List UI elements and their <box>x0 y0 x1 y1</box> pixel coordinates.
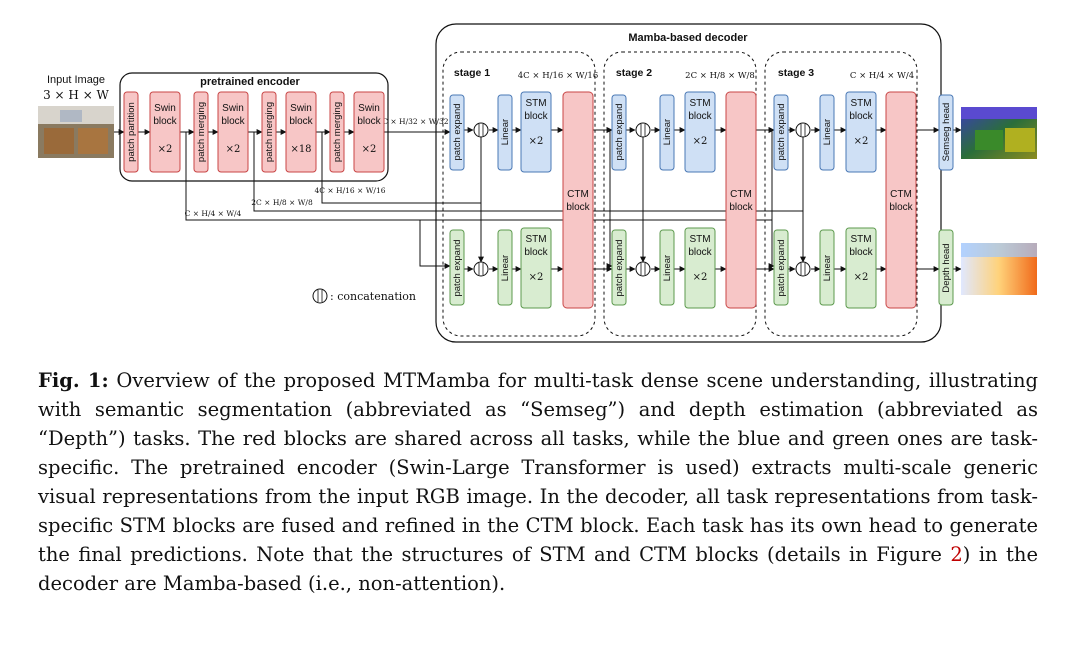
svg-text:STM: STM <box>850 234 871 245</box>
svg-text:STM: STM <box>689 98 710 109</box>
input-dims-label: 3 × H × W <box>43 88 109 102</box>
svg-text:Linear: Linear <box>500 255 511 281</box>
svg-text:block: block <box>566 202 590 213</box>
svg-text:Linear: Linear <box>662 119 673 145</box>
skip-dim-8: 2C × H/8 × W/8 <box>251 198 313 207</box>
patch-merging-label-3: patch merging <box>332 102 343 162</box>
input-image <box>38 106 114 158</box>
svg-text:Linear: Linear <box>662 255 673 281</box>
stage-1-dim: 4C × H/16 × W/16 <box>518 71 598 81</box>
decoder-arrows <box>464 127 962 272</box>
svg-text:patch expand: patch expand <box>776 103 787 160</box>
svg-text:CTM: CTM <box>567 189 589 200</box>
swin-1-word2: block <box>153 116 177 127</box>
svg-text:patch expand: patch expand <box>776 239 787 296</box>
swin-3-word1: Swin <box>290 103 312 114</box>
caption-text-end: ) in the decoder are Mamba-based (i.e., … <box>38 543 1038 595</box>
svg-text:block: block <box>849 247 873 258</box>
svg-text:patch expand: patch expand <box>452 239 463 296</box>
semseg-output-image <box>961 107 1037 159</box>
svg-text:CTM: CTM <box>890 189 912 200</box>
figure-caption: Fig. 1: Overview of the proposed MTMamba… <box>38 366 1038 598</box>
caption-text: Overview of the proposed MTMamba for mul… <box>38 369 1039 566</box>
svg-text:×2: ×2 <box>693 272 708 283</box>
stage-2-title: stage 2 <box>616 67 652 79</box>
svg-text:block: block <box>524 111 548 122</box>
semseg-head-label: Semseg head <box>941 103 952 162</box>
svg-text:block: block <box>729 202 753 213</box>
encoder-blocks <box>123 91 385 173</box>
svg-text:×2: ×2 <box>529 272 544 283</box>
svg-text:block: block <box>688 111 712 122</box>
svg-text:Linear: Linear <box>822 255 833 281</box>
svg-text:×2: ×2 <box>854 272 869 283</box>
semseg-head <box>938 94 954 171</box>
stm-labels: STM block ×2 STM block ×2 STM block ×2 S… <box>524 98 873 283</box>
stage-1-title: stage 1 <box>454 67 490 79</box>
figure-2-link[interactable]: 2 <box>950 543 963 566</box>
skip-dim-4: C × H/4 × W/4 <box>185 209 242 218</box>
swin-4-mult: ×2 <box>362 144 377 155</box>
swin-4-word2: block <box>357 116 381 127</box>
svg-text:patch expand: patch expand <box>614 103 625 160</box>
svg-text:×2: ×2 <box>693 136 708 147</box>
svg-text:×2: ×2 <box>529 136 544 147</box>
svg-text:block: block <box>524 247 548 258</box>
ctm-labels: CTM block CTM block CTM block <box>566 189 913 213</box>
stage-2-dim: 2C × H/8 × W/8 <box>685 71 755 81</box>
stage-1-blocks <box>449 91 594 309</box>
svg-text:STM: STM <box>525 98 546 109</box>
depth-head-label: Depth head <box>941 243 952 292</box>
concatenation-icon <box>312 288 328 304</box>
depth-head <box>938 229 954 306</box>
swin-3-word2: block <box>289 116 313 127</box>
encoder-title: pretrained encoder <box>200 76 300 88</box>
stage-3-title: stage 3 <box>778 67 814 79</box>
swin-block-labels: Swin block ×2 Swin block ×2 Swin block ×… <box>153 103 381 155</box>
legend-concatenation: : concatenation <box>330 290 416 303</box>
swin-1-mult: ×2 <box>158 144 173 155</box>
swin-3-mult: ×18 <box>290 144 311 155</box>
svg-text:STM: STM <box>850 98 871 109</box>
decoder-frame <box>435 23 942 343</box>
svg-text:patch expand: patch expand <box>614 239 625 296</box>
swin-1-word1: Swin <box>154 103 176 114</box>
stage-3-dim: C × H/4 × W/4 <box>850 71 914 81</box>
decoder-title: Mamba-based decoder <box>628 32 748 44</box>
architecture-diagram: Input Image 3 × H × W pretrained encoder… <box>38 23 1037 343</box>
swin-2-word2: block <box>221 116 245 127</box>
caption-label: Fig. 1: <box>38 369 109 392</box>
input-image-label: Input Image <box>47 74 105 86</box>
patch-partition-label: patch partition <box>126 102 137 162</box>
svg-text:block: block <box>688 247 712 258</box>
svg-text:block: block <box>889 202 913 213</box>
svg-text:STM: STM <box>689 234 710 245</box>
svg-text:block: block <box>849 111 873 122</box>
svg-text:Linear: Linear <box>822 119 833 145</box>
skip-dim-16: 4C × H/16 × W/16 <box>314 186 385 195</box>
swin-2-mult: ×2 <box>226 144 241 155</box>
patch-merging-label-1: patch merging <box>196 102 207 162</box>
patch-merging-label-2: patch merging <box>264 102 275 162</box>
linear-labels: Linear Linear Linear Linear Linear Linea… <box>500 119 833 281</box>
svg-text:Linear: Linear <box>500 119 511 145</box>
svg-text:CTM: CTM <box>730 189 752 200</box>
swin-2-word1: Swin <box>222 103 244 114</box>
svg-text:patch expand: patch expand <box>452 103 463 160</box>
stage-2-blocks <box>611 91 757 309</box>
stage-3-blocks <box>773 91 917 309</box>
skip-dim-32: 8C × H/32 × W/32 <box>377 117 448 126</box>
swin-4-word1: Swin <box>358 103 380 114</box>
depth-output-image <box>961 243 1037 295</box>
concat-icon-marks <box>478 124 806 275</box>
svg-text:STM: STM <box>525 234 546 245</box>
patch-expand-labels: patch expand patch expand patch expand p… <box>452 103 787 296</box>
svg-text:×2: ×2 <box>854 136 869 147</box>
